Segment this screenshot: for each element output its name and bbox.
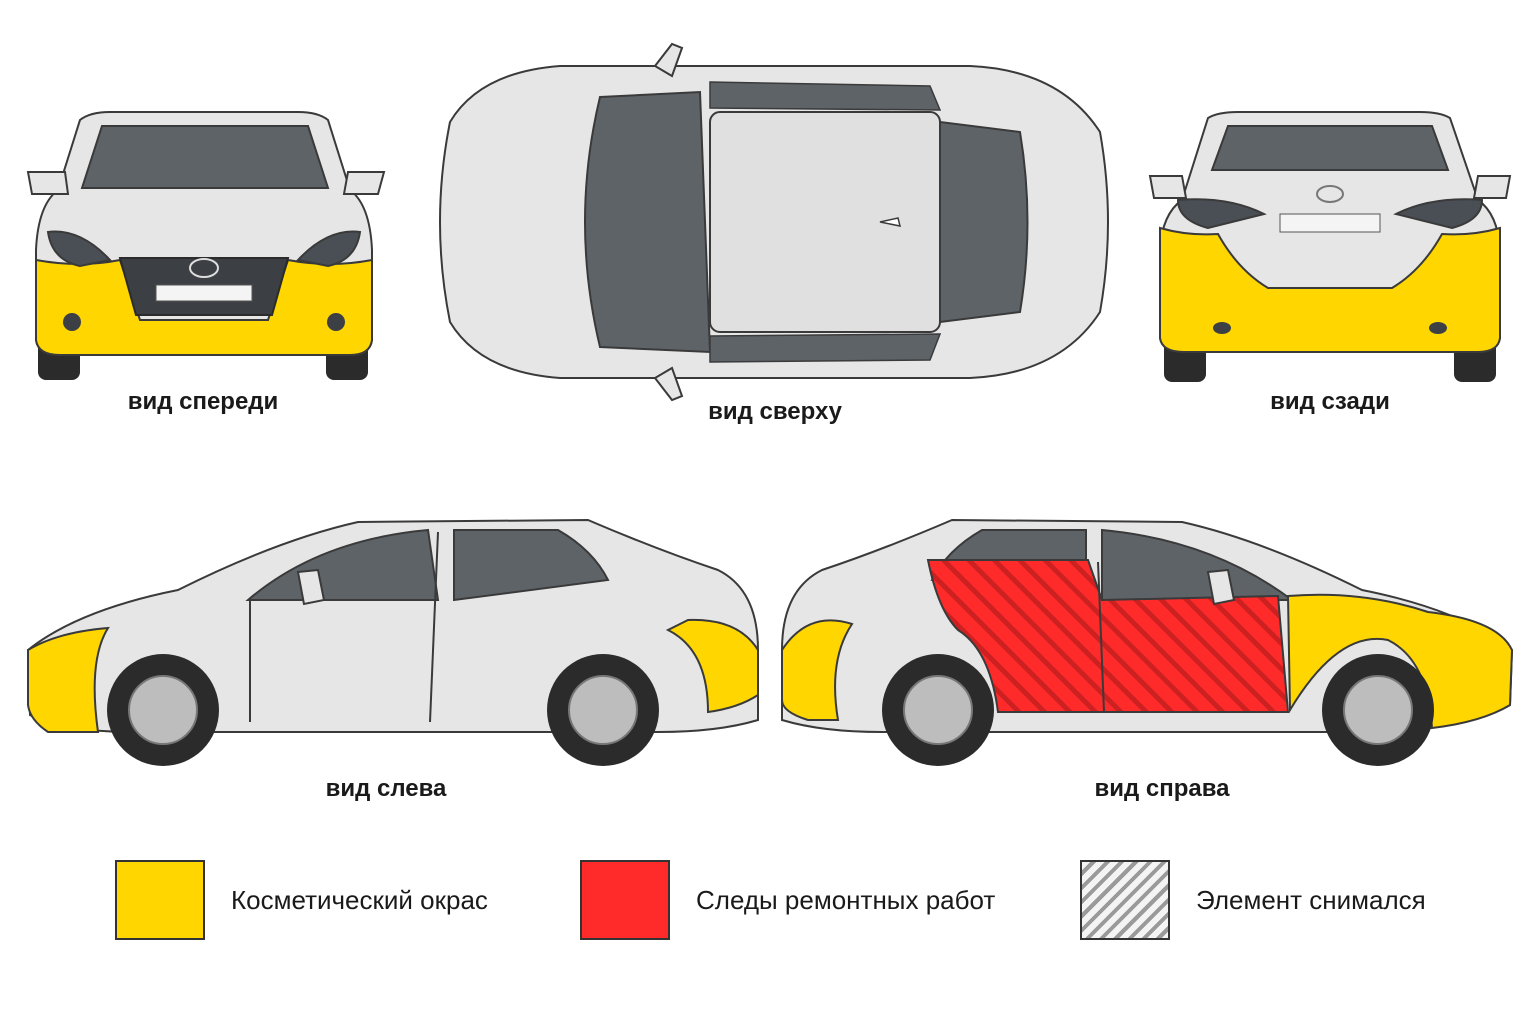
- right-mirror: [1206, 568, 1236, 606]
- front-right-foglight: [327, 313, 345, 331]
- legend-swatch-removed: [1080, 860, 1170, 940]
- legend-swatch-cosmetic: [115, 860, 205, 940]
- left-view-caption: вид слева: [325, 775, 447, 802]
- left-rear-window: [453, 529, 610, 602]
- front-view: [20, 110, 390, 385]
- front-left-headlight: [46, 230, 112, 268]
- legend-item-cosmetic: Косметический окрас: [115, 860, 488, 940]
- rear-logo-icon: [1316, 185, 1344, 203]
- rear-right-exhaust: [1429, 322, 1447, 334]
- top-left-mirror: [653, 42, 684, 78]
- rear-window: [1210, 125, 1450, 171]
- right-front-rim: [1343, 675, 1413, 745]
- left-door-separator: [429, 531, 439, 723]
- top-view: [410, 42, 1120, 402]
- top-view-caption: вид сверху: [708, 398, 842, 425]
- right-door-separator: [1097, 561, 1105, 713]
- right-doors-repair: [926, 559, 1290, 713]
- left-front-window: [245, 528, 440, 601]
- legend-item-repair: Следы ремонтных работ: [580, 860, 995, 940]
- top-antenna-icon: [879, 217, 902, 227]
- legend-label-repair: Следы ремонтных работ: [696, 884, 996, 915]
- front-view-caption: вид спереди: [127, 388, 279, 415]
- front-windshield: [80, 125, 330, 189]
- rear-right-taillight: [1393, 198, 1484, 230]
- right-rear-rim: [903, 675, 973, 745]
- left-view-drawing: [26, 518, 759, 766]
- legend-label-cosmetic: Косметический окрас: [231, 884, 488, 915]
- rear-view-caption: вид сзади: [1270, 388, 1390, 415]
- rear-view: [1148, 110, 1513, 385]
- front-left-foglight: [63, 313, 81, 331]
- front-left-mirror: [26, 171, 70, 195]
- front-right-mirror: [342, 171, 386, 195]
- right-rear-bumper-cosmetic: [781, 619, 854, 721]
- front-plate: [155, 284, 253, 302]
- left-mirror: [296, 568, 326, 606]
- left-front-bumper-cosmetic: [27, 626, 110, 733]
- right-view-caption: вид справа: [1094, 775, 1230, 802]
- legend-swatch-repair: [580, 860, 670, 940]
- top-right-mirror: [653, 366, 684, 402]
- top-left-side-windows: [709, 81, 942, 111]
- left-rear-rim: [568, 675, 638, 745]
- top-rear-window: [939, 120, 1029, 324]
- top-roof: [709, 111, 941, 333]
- legend-item-removed: Элемент снимался: [1080, 860, 1426, 940]
- left-rear-bumper-cosmetic: [665, 618, 759, 714]
- right-view: [778, 500, 1523, 780]
- left-front-rim: [128, 675, 198, 745]
- right-front-fender-cosmetic: [1286, 593, 1514, 730]
- rear-left-taillight: [1176, 198, 1267, 230]
- left-view: [18, 500, 763, 780]
- rear-bumper-cosmetic: [1159, 226, 1501, 353]
- rear-left-exhaust: [1213, 322, 1231, 334]
- rear-view-drawing: [1148, 111, 1512, 382]
- rear-right-mirror: [1472, 175, 1512, 199]
- rear-left-mirror: [1148, 175, 1188, 199]
- front-right-headlight: [296, 230, 362, 268]
- front-view-drawing: [26, 111, 386, 380]
- rear-plate: [1279, 213, 1381, 233]
- top-right-side-windows: [709, 333, 942, 363]
- top-view-drawing: [439, 42, 1109, 402]
- right-view-drawing: [781, 518, 1514, 766]
- top-windshield: [584, 90, 712, 354]
- front-logo-icon: [189, 258, 219, 278]
- legend-label-removed: Элемент снимался: [1196, 884, 1426, 915]
